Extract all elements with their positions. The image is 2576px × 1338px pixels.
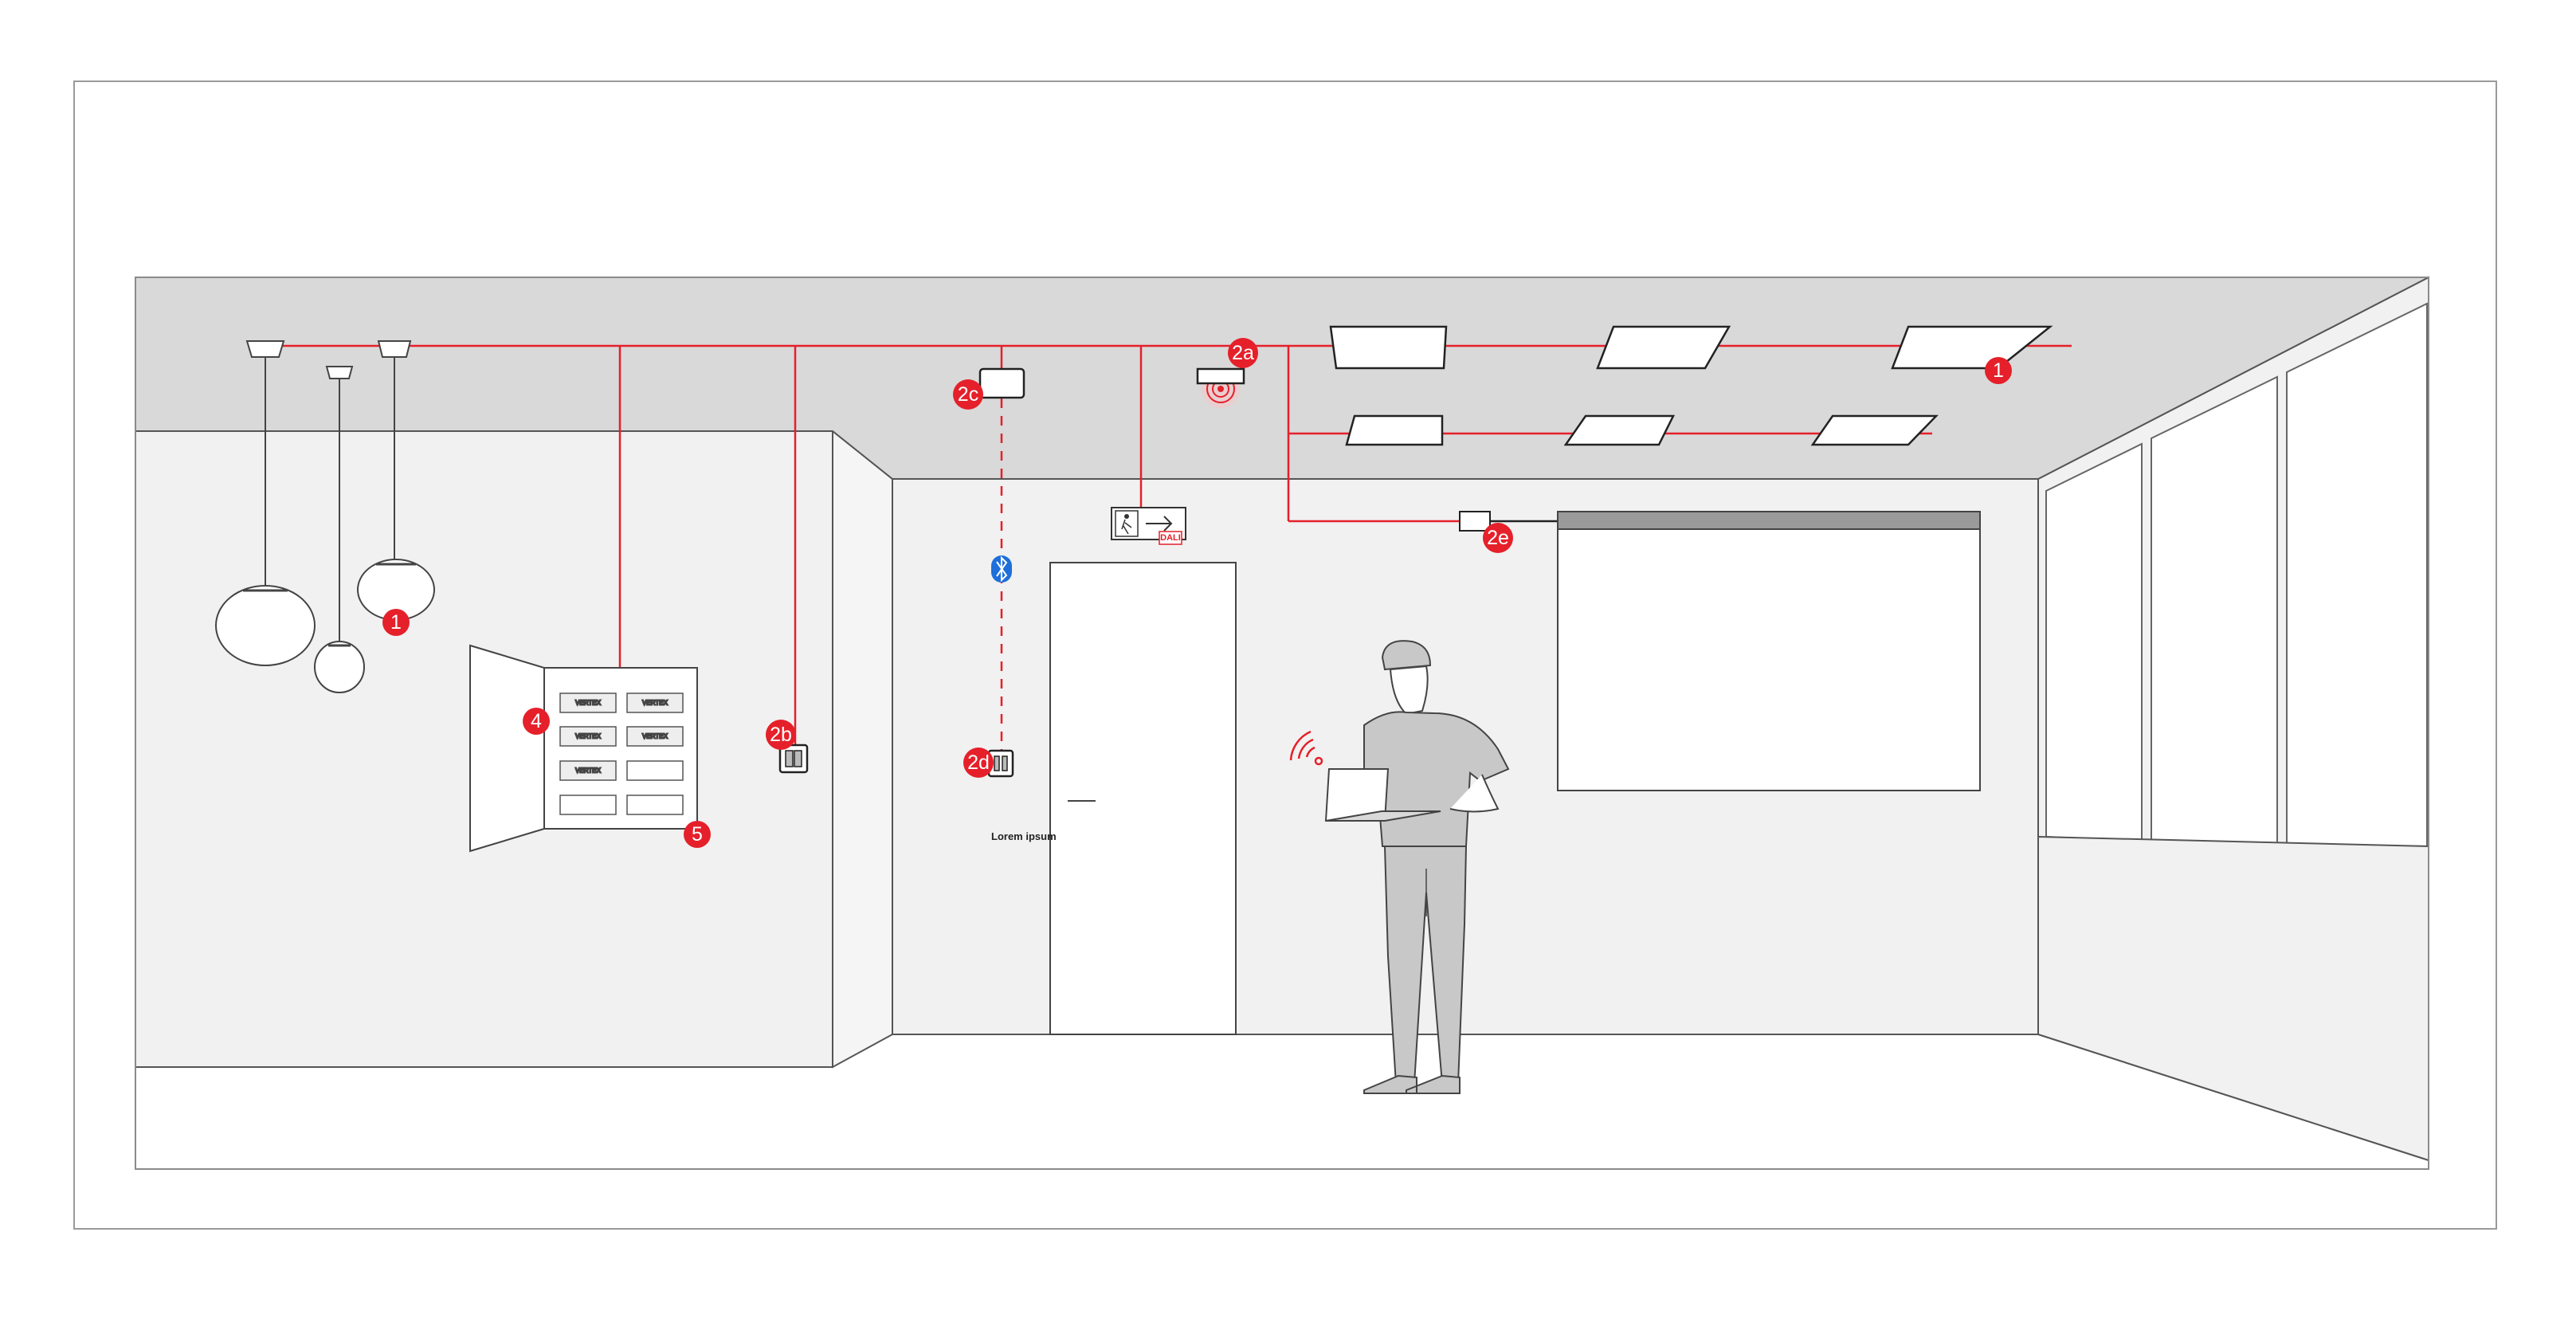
door-label: Lorem ipsum	[991, 830, 1057, 842]
window-2	[2151, 375, 2278, 846]
room-border	[135, 277, 2429, 1170]
badge-2b: 2b	[766, 720, 796, 750]
badge-2e: 2e	[1483, 523, 1513, 553]
head	[1389, 665, 1429, 716]
svg-text:5: 5	[692, 823, 703, 846]
svg-text:2a: 2a	[1232, 342, 1254, 364]
badge-2d: 2d	[963, 747, 994, 778]
arm	[1449, 774, 1500, 813]
badge-1-pendant: 1	[382, 609, 410, 636]
cabinet-door	[469, 644, 545, 853]
shoes	[1363, 1074, 1461, 1094]
presence-sensor-icon	[1196, 367, 1245, 408]
badge-2c: 2c	[953, 379, 983, 410]
module-label: VERTEX	[575, 767, 602, 775]
wall-switch-2d	[987, 749, 1014, 778]
wall-switch-2b	[778, 744, 809, 774]
laptop-base	[1325, 810, 1441, 822]
bluetooth-icon	[991, 555, 1012, 583]
number-badges: 1 1 2a 2b 2c 2d 2e 4 5	[382, 338, 2012, 848]
control-module-2e	[1459, 511, 1491, 532]
emergency-exit-icon: DALI	[1111, 507, 1186, 545]
module-label: VERTEX	[642, 733, 669, 740]
projection-screen	[1557, 511, 1981, 791]
gateway-2c	[978, 367, 1025, 399]
dali-tag: DALI	[1160, 533, 1181, 543]
technician-figure	[1324, 640, 1510, 1094]
svg-text:4: 4	[531, 710, 542, 732]
svg-text:2c: 2c	[958, 383, 978, 406]
ceiling-panel	[1563, 414, 1676, 446]
ceiling-panel	[1810, 414, 1939, 446]
door	[1049, 562, 1237, 1035]
cabinet-modules	[559, 693, 684, 815]
svg-text:1: 1	[390, 611, 402, 634]
pendant-lamps	[215, 340, 435, 693]
ceiling-panels	[1329, 325, 2053, 446]
cap	[1381, 640, 1432, 671]
svg-text:2b: 2b	[770, 724, 792, 746]
window-3	[2286, 302, 2428, 848]
module-label: VERTEX	[575, 733, 602, 740]
badge-4: 4	[523, 708, 550, 735]
floor	[135, 1034, 2429, 1169]
module-label: VERTEX	[642, 700, 669, 707]
svg-text:2e: 2e	[1487, 527, 1509, 549]
legs	[1383, 846, 1468, 1085]
badge-1-panel: 1	[1985, 357, 2012, 384]
wifi-signal-icon	[1289, 730, 1323, 766]
ceiling-panel	[1329, 325, 1448, 370]
svg-text:1: 1	[1993, 359, 2004, 382]
ceiling-panel	[1345, 414, 1444, 446]
window-1	[2045, 442, 2143, 842]
electrical-cabinet: VERTEX VERTEX VERTEX VERTEX VERTEX	[469, 644, 698, 853]
ceiling-panel	[1596, 325, 1731, 370]
module-label: VERTEX	[575, 700, 602, 707]
badge-5: 5	[684, 821, 711, 848]
svg-text:2d: 2d	[967, 751, 990, 774]
left-recess-wall	[832, 429, 893, 1069]
badge-2a: 2a	[1228, 338, 1258, 368]
